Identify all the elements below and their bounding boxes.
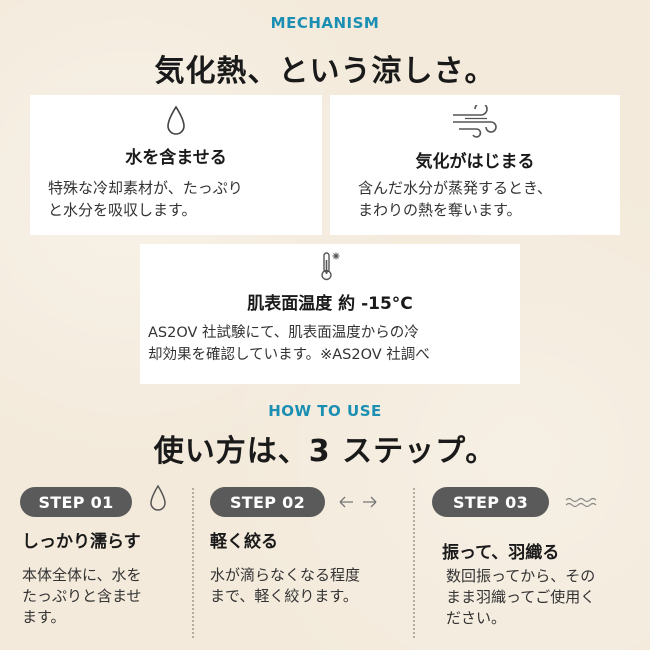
card-body: 含んだ水分が蒸発するとき、 まわりの熱を奪います。 <box>358 179 552 219</box>
mechanism-card-evaporate: 気化がはじまる 含んだ水分が蒸発するとき、 まわりの熱を奪います。 <box>330 95 620 235</box>
wring-arrows-icon <box>338 494 378 514</box>
wave-icon <box>564 494 600 513</box>
card-title: 気化がはじまる <box>415 152 535 172</box>
card-body: AS2OV 社試験にて、肌表面温度からの冷 却効果を確認しています。※AS2OV… <box>148 325 430 363</box>
step-divider <box>413 488 415 638</box>
step-02-body: 水が滴らなくなる程度 まで、軽く絞ります。 <box>210 566 361 605</box>
step-01-badge: STEP 01 <box>20 487 132 517</box>
mechanism-headline: 気化熱、という涼しさ。 <box>154 54 496 89</box>
water-drop-icon <box>149 484 167 518</box>
mechanism-card-temperature: 肌表面温度 約 -15°C AS2OV 社試験にて、肌表面温度からの冷 却効果を… <box>140 244 520 384</box>
water-drop-icon <box>30 105 322 137</box>
step-03-badge: STEP 03 <box>432 487 549 517</box>
step-divider <box>192 488 194 638</box>
mechanism-label: MECHANISM <box>270 14 380 32</box>
card-title: 水を含ませる <box>125 148 227 168</box>
step-01-title: しっかり濡らす <box>22 532 141 552</box>
step-01-body: 本体全体に、水を たっぷりと含ませ ます。 <box>22 566 142 626</box>
how-to-use-headline: 使い方は、3 ステップ。 <box>153 434 497 469</box>
step-02-badge: STEP 02 <box>210 487 325 517</box>
mechanism-card-absorb: 水を含ませる 特殊な冷却素材が、たっぷり と水分を吸収します。 <box>30 95 322 235</box>
step-02-title: 軽く絞る <box>210 532 278 552</box>
step-03-title: 振って、羽織る <box>442 543 560 563</box>
thermometer-snowflake-icon <box>140 250 520 282</box>
step-03-body: 数回振ってから、その まま羽織ってご使用く ださい。 <box>446 567 596 627</box>
card-body: 特殊な冷却素材が、たっぷり と水分を吸収します。 <box>48 179 243 219</box>
card-title: 肌表面温度 約 -15°C <box>247 294 413 314</box>
wind-icon <box>330 105 620 139</box>
how-to-use-label: HOW TO USE <box>268 402 382 420</box>
